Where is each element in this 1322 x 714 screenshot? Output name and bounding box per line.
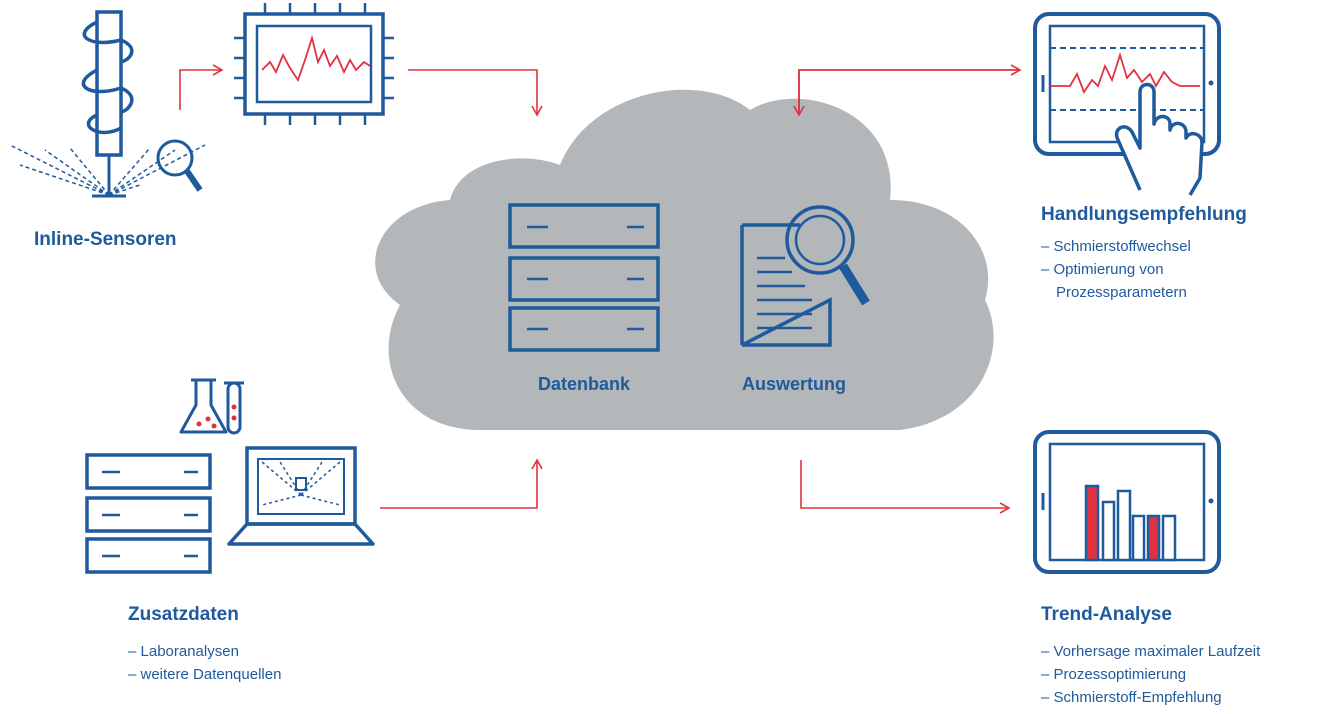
bar-4	[1146, 514, 1161, 562]
connector-arrows	[179, 64, 1022, 514]
tablet-bar-chart-icon	[1033, 430, 1221, 574]
bar-3	[1116, 489, 1132, 562]
list-item: – Prozessoptimierung	[1041, 666, 1187, 683]
list-item: – Schmierstoff-Empfehlung	[1041, 689, 1222, 706]
handlungsempfehlung-list: – Schmierstoffwechsel – Optimierung von …	[1041, 235, 1191, 304]
list-item: – weitere Datenquellen	[128, 666, 282, 683]
bar-5	[1161, 514, 1177, 562]
list-item: Prozessparametern	[1056, 284, 1187, 301]
bar-2	[1101, 500, 1116, 562]
arrow-cloud-to-trend	[800, 460, 1011, 514]
cloud-shape	[375, 89, 994, 430]
cloud-analysis-label: Auswertung	[742, 374, 846, 394]
zusatzdaten-title: Zusatzdaten	[128, 604, 239, 625]
tablet-touch-chart-icon	[1033, 12, 1221, 196]
list-item: – Optimierung von	[1041, 261, 1164, 278]
monitor-chart-icon	[234, 3, 394, 125]
arrow-monitor-to-cloud	[408, 69, 543, 117]
list-item: – Schmierstoffwechsel	[1041, 238, 1191, 255]
arrow-laptop-to-cloud	[380, 458, 543, 509]
zusatzdaten-list: – Laboranalysen – weitere Datenquellen	[128, 640, 281, 686]
bar-1	[1084, 484, 1100, 562]
server-icon-small	[85, 453, 212, 574]
server-icon	[508, 203, 660, 352]
lab-flask-icon	[179, 378, 244, 435]
trend-analyse-title: Trend-Analyse	[1041, 604, 1172, 625]
magnifier-icon	[156, 139, 203, 192]
laptop-icon	[227, 446, 375, 546]
bar-6	[1131, 514, 1146, 562]
list-item: – Laboranalysen	[128, 643, 239, 660]
arrow-tablet-to-cloud	[793, 69, 1020, 117]
spindle-sensor-icon	[9, 10, 206, 198]
list-item: – Vorhersage maximaler Laufzeit	[1041, 643, 1261, 660]
arrow-sensor-to-monitor	[179, 64, 224, 110]
trend-analyse-list: – Vorhersage maximaler Laufzeit – Prozes…	[1041, 640, 1260, 709]
handlungsempfehlung-title: Handlungsempfehlung	[1041, 204, 1247, 225]
inline-sensors-title: Inline-Sensoren	[34, 229, 177, 250]
cloud-database-label: Datenbank	[538, 374, 631, 394]
document-search-icon	[740, 205, 870, 347]
